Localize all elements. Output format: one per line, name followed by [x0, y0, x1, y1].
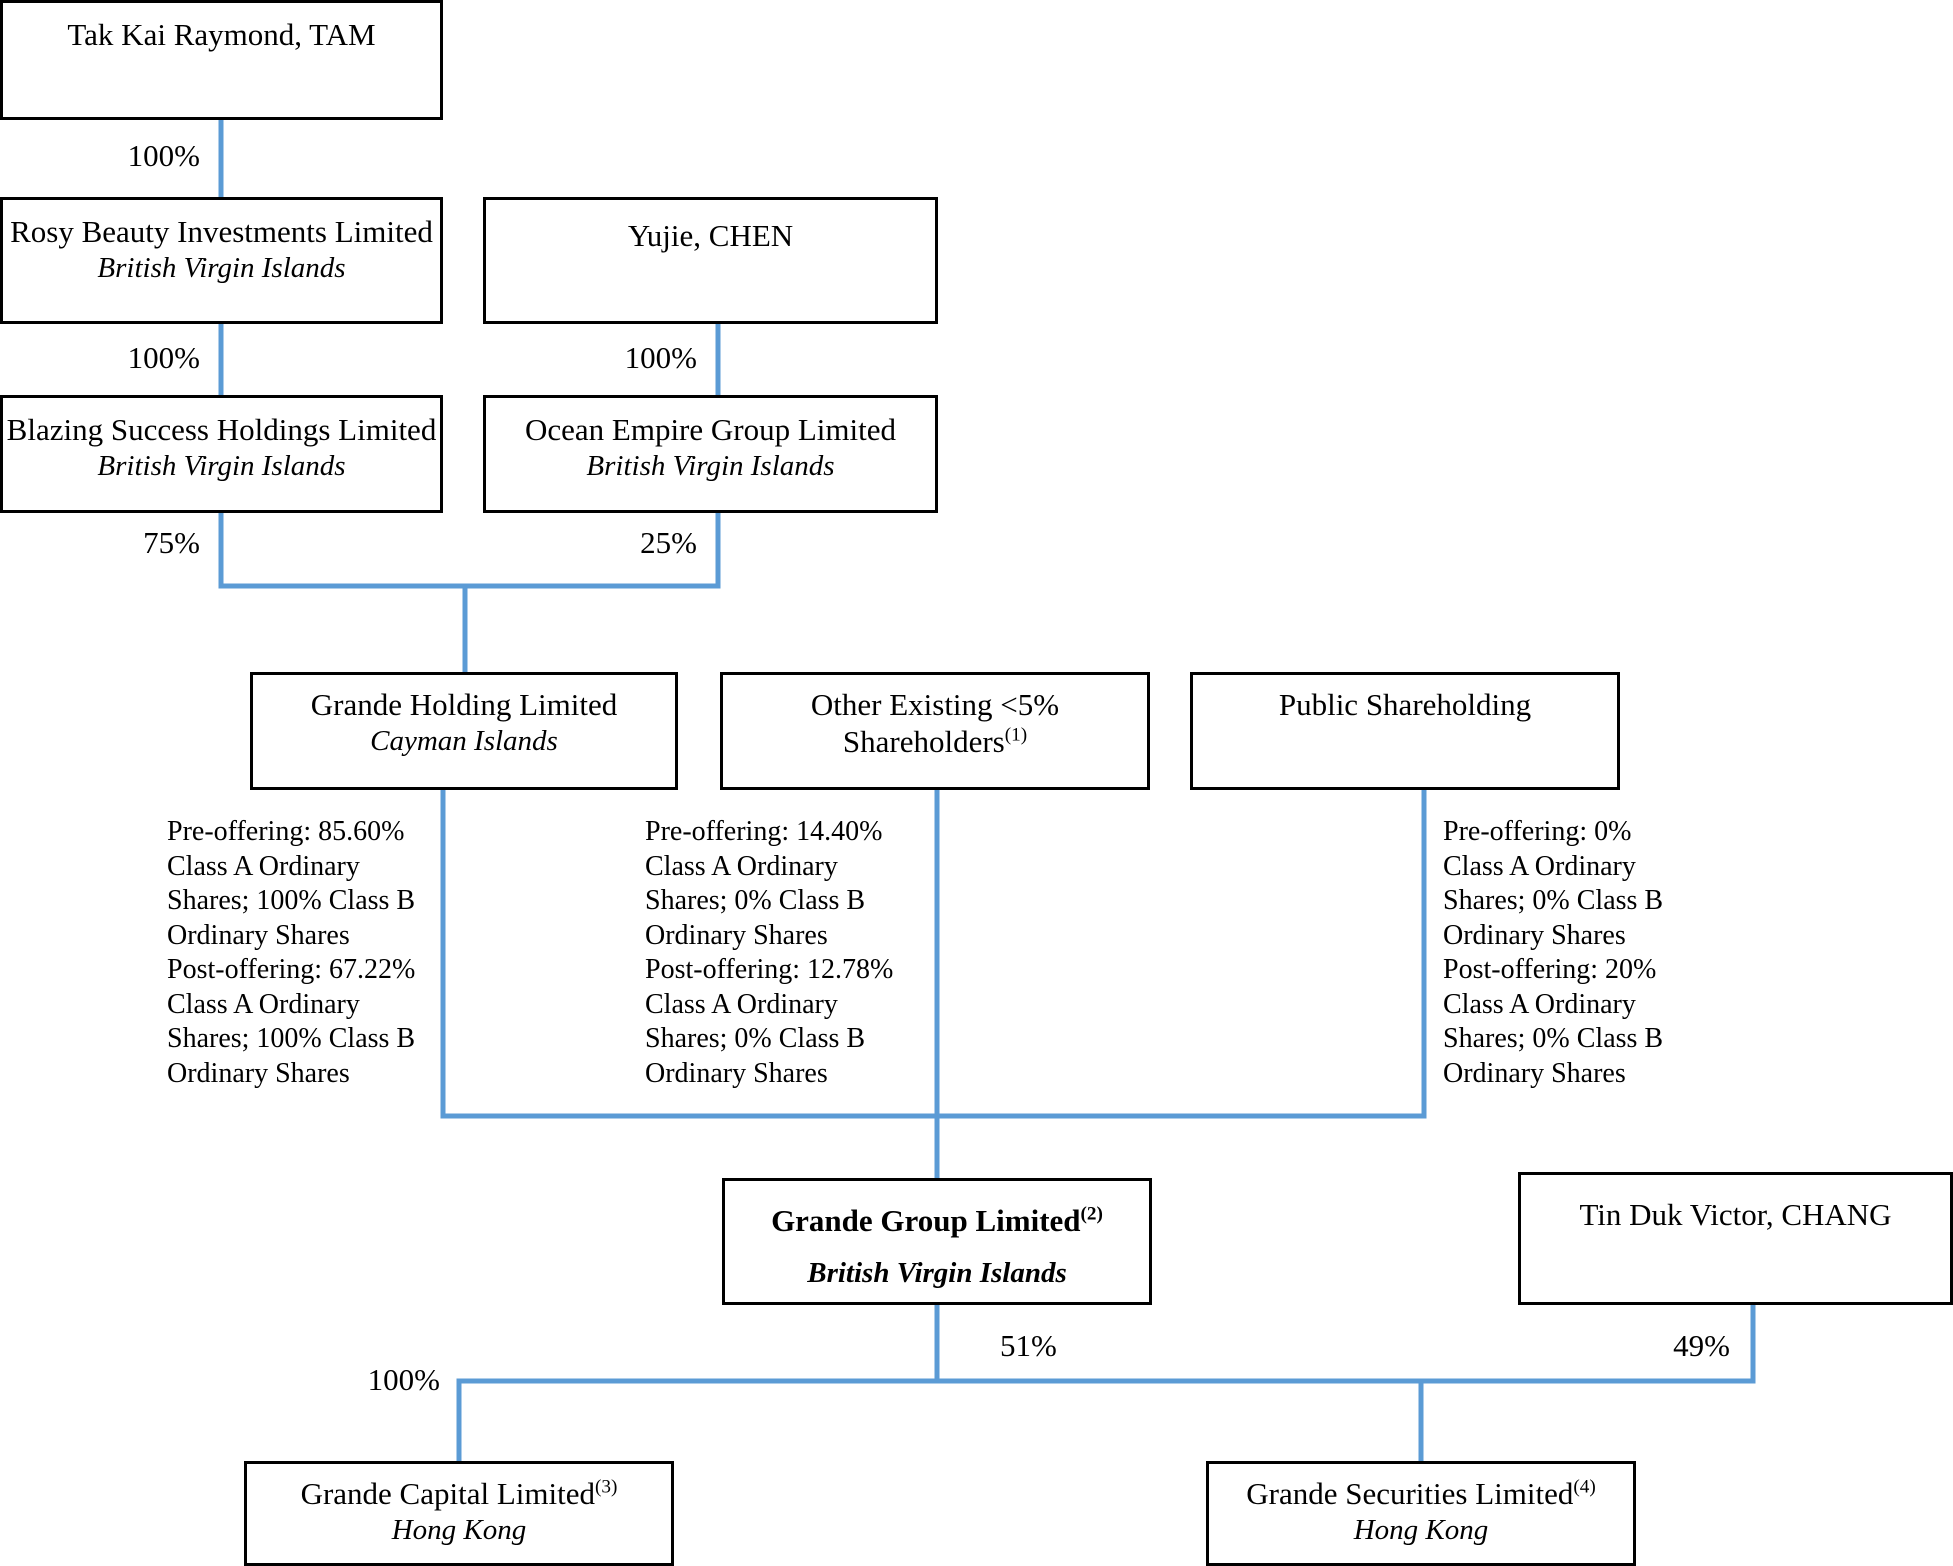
node-grande-holding-limited[interactable]: Grande Holding Limited Cayman Islands [250, 672, 678, 790]
node-title: Rosy Beauty Investments Limited [10, 214, 433, 249]
footnote-marker: (4) [1573, 1476, 1596, 1498]
node-public-shareholding[interactable]: Public Shareholding [1190, 672, 1620, 790]
node-title-line1: Other Existing <5% [810, 687, 1060, 722]
footnote-marker: (3) [595, 1476, 618, 1498]
node-ocean-empire-group[interactable]: Ocean Empire Group Limited British Virgi… [483, 395, 938, 513]
node-blazing-success-holdings[interactable]: Blazing Success Holdings Limited British… [0, 395, 443, 513]
percent-chang-to-securities: 49% [1673, 1328, 1730, 1363]
node-title: Tak Kai Raymond, TAM [67, 17, 376, 52]
note-grande-holding-shareholding: Pre-offering: 85.60% Class A Ordinary Sh… [167, 816, 416, 1090]
node-title: Public Shareholding [1278, 687, 1532, 722]
percent-rosy-to-blazing: 100% [127, 340, 200, 375]
node-jurisdiction: British Virgin Islands [807, 1256, 1067, 1289]
node-rosy-beauty-investments[interactable]: Rosy Beauty Investments Limited British … [0, 197, 443, 324]
node-title-text: Grande Group Limited [771, 1203, 1081, 1238]
note-other-existing-shareholding: Pre-offering: 14.40% Class A Ordinary Sh… [645, 816, 894, 1090]
node-jurisdiction: British Virgin Islands [586, 449, 835, 482]
node-tak-kai-raymond-tam[interactable]: Tak Kai Raymond, TAM [0, 0, 443, 120]
node-title-line2: Shareholders(1) [843, 724, 1027, 761]
percent-chen-to-ocean: 100% [624, 340, 697, 375]
node-grande-capital-limited[interactable]: Grande Capital Limited(3) Hong Kong [244, 1461, 674, 1566]
percent-ocean-to-grande-holding: 25% [640, 525, 697, 560]
node-jurisdiction: British Virgin Islands [97, 251, 346, 284]
node-jurisdiction: Hong Kong [391, 1513, 527, 1546]
node-grande-securities-limited[interactable]: Grande Securities Limited(4) Hong Kong [1206, 1461, 1636, 1566]
node-title: Grande Capital Limited(3) [301, 1476, 618, 1513]
node-tin-duk-victor-chang[interactable]: Tin Duk Victor, CHANG [1518, 1172, 1953, 1305]
node-title-line2-text: Shareholders [842, 723, 1005, 759]
node-other-existing-shareholders[interactable]: Other Existing <5% Shareholders(1) [720, 672, 1150, 790]
node-yujie-chen[interactable]: Yujie, CHEN [483, 197, 938, 324]
footnote-marker: (1) [1004, 724, 1028, 746]
footnote-marker: (2) [1080, 1203, 1103, 1225]
node-title: Ocean Empire Group Limited [524, 412, 897, 447]
node-title: Grande Holding Limited [310, 687, 618, 722]
percent-tam-to-rosy: 100% [127, 138, 200, 173]
node-grande-group-limited[interactable]: Grande Group Limited(2) British Virgin I… [722, 1178, 1152, 1305]
node-title-text: Grande Securities Limited [1246, 1476, 1574, 1511]
node-title: Tin Duk Victor, CHANG [1579, 1197, 1892, 1232]
percent-grande-group-to-securities: 51% [1000, 1328, 1057, 1363]
percent-blazing-to-grande-holding: 75% [143, 525, 200, 560]
node-jurisdiction: Cayman Islands [370, 724, 558, 757]
node-jurisdiction: Hong Kong [1353, 1513, 1489, 1546]
node-title: Grande Group Limited(2) [771, 1203, 1103, 1240]
note-public-shareholding: Pre-offering: 0% Class A Ordinary Shares… [1443, 816, 1664, 1090]
percent-grande-group-to-capital: 100% [367, 1362, 440, 1397]
node-title: Blazing Success Holdings Limited [6, 412, 437, 447]
node-title-text: Grande Capital Limited [300, 1476, 595, 1511]
node-jurisdiction: British Virgin Islands [97, 449, 346, 482]
node-title: Yujie, CHEN [627, 218, 794, 253]
node-title: Grande Securities Limited(4) [1246, 1476, 1596, 1513]
